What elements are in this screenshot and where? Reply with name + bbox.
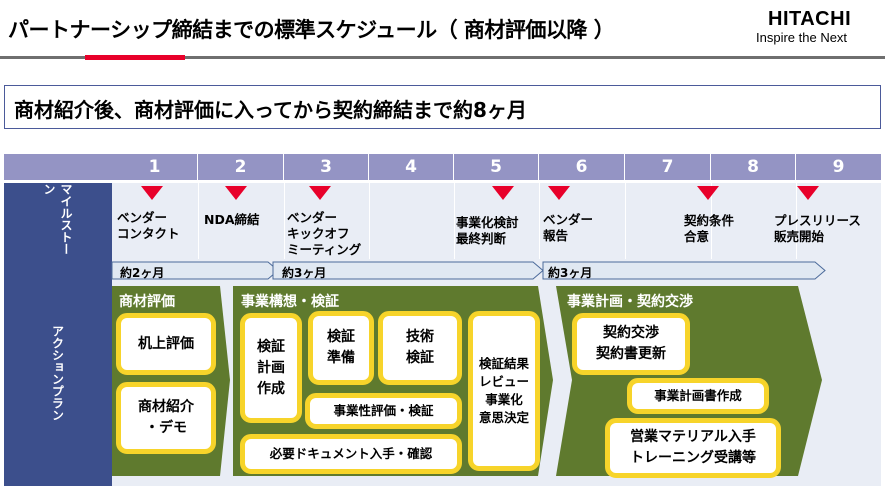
month-7: 7: [625, 154, 711, 180]
duration-label-phase-3: 約3ヶ月: [548, 266, 593, 280]
milestone-marker-icon: [548, 186, 570, 200]
milestone-marker-icon: [492, 186, 514, 200]
milestone-row-label: マイルストーン: [4, 183, 112, 259]
task-technical-verification: 技術検証: [378, 311, 462, 385]
summary-text: 商材紹介後、商材評価に入ってから契約締結まで約8ヶ月: [14, 98, 527, 122]
phase-title-business-concept: 事業構想・検証: [241, 294, 339, 310]
month-divider: [796, 183, 797, 259]
milestone-marker-icon: [697, 186, 719, 200]
month-2: 2: [198, 154, 284, 180]
milestone-marker-icon: [309, 186, 331, 200]
task-product-demo: 商材紹介・デモ: [116, 382, 216, 454]
header-divider: [0, 56, 885, 59]
month-divider: [454, 183, 455, 259]
task-business-evaluation: 事業性評価・検証: [305, 393, 462, 429]
month-1: 1: [112, 154, 198, 180]
month-3: 3: [284, 154, 369, 180]
milestone-marker-icon: [141, 186, 163, 200]
duration-arrow-2: [272, 261, 544, 280]
milestone-final-decision: 事業化検討最終判断: [456, 215, 519, 246]
month-divider: [198, 183, 199, 259]
duration-label-phase-2: 約3ヶ月: [282, 266, 327, 280]
month-9: 9: [796, 154, 881, 180]
milestone-marker-icon: [225, 186, 247, 200]
milestone-vendor-contact: ベンダーコンタクト: [117, 210, 180, 241]
month-5: 5: [454, 154, 539, 180]
month-6: 6: [539, 154, 625, 180]
task-business-plan-creation: 事業計画書作成: [627, 378, 769, 414]
action-plan-row-label: アクションプラン: [4, 259, 112, 486]
task-verification-prep: 検証準備: [308, 311, 374, 385]
duration-label-phase-1: 約2ヶ月: [120, 266, 165, 280]
hitachi-logo: HITACHI: [768, 8, 852, 30]
month-divider: [539, 183, 540, 259]
month-divider: [284, 183, 285, 259]
duration-arrow-3: [542, 261, 826, 280]
month-4: 4: [369, 154, 454, 180]
milestone-vendor-report: ベンダー報告: [543, 212, 594, 243]
milestone-contract-agreement: 契約条件合意: [684, 213, 735, 244]
milestone-press-release: プレスリリース販売開始: [774, 213, 861, 244]
task-sales-material-training: 営業マテリアル入手トレーニング受講等: [605, 418, 781, 478]
month-header-corner: [4, 154, 112, 180]
task-desk-evaluation: 机上評価: [116, 313, 216, 375]
task-contract-negotiation: 契約交渉契約書更新: [572, 313, 690, 375]
phase-title-business-plan: 事業計画・契約交渉: [567, 294, 693, 310]
task-review-decision: 検証結果レビュー事業化意思決定: [468, 311, 540, 471]
milestone-marker-icon: [797, 186, 819, 200]
month-8: 8: [711, 154, 796, 180]
month-divider: [625, 183, 626, 259]
task-document-collection: 必要ドキュメント入手・確認: [240, 434, 462, 474]
milestone-nda: NDA締結: [204, 212, 260, 227]
phase-title-product-eval: 商材評価: [119, 294, 175, 310]
milestone-vendor-kickoff: ベンダーキックオフミーティング: [287, 210, 362, 257]
month-divider: [369, 183, 370, 259]
month-divider: [711, 183, 712, 259]
page-title: パートナーシップ締結までの標準スケジュール（ 商材評価以降 ）: [8, 18, 615, 42]
task-verification-plan: 検証計画作成: [240, 313, 302, 423]
header-accent-bar: [85, 55, 185, 60]
summary-box: [4, 85, 881, 129]
brand-tagline: Inspire the Next: [756, 30, 848, 45]
